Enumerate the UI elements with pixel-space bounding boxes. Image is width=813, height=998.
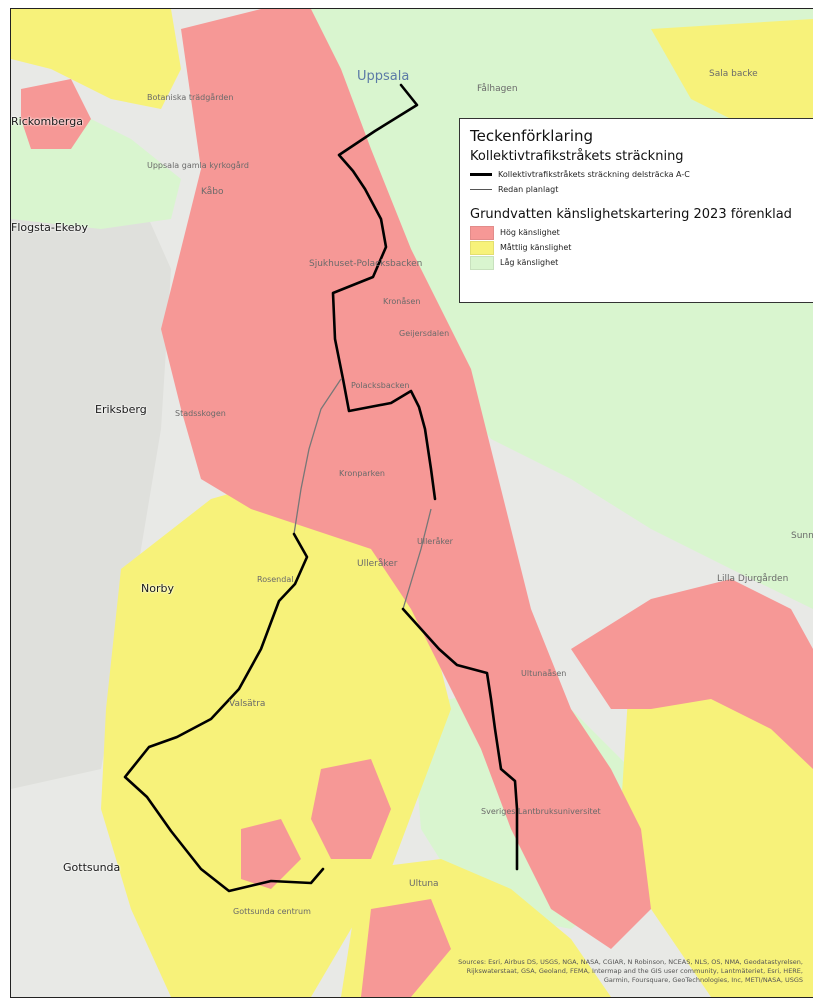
high-sensitivity-swatch: [470, 225, 494, 240]
map-legend: Teckenförklaring Kollektivtrafikstråkets…: [459, 118, 813, 303]
place-label: Uppsala: [357, 69, 410, 84]
place-label: Valsätra: [229, 699, 266, 709]
planned-route-line: [293, 378, 432, 610]
place-label: Flogsta-Ekeby: [11, 221, 89, 234]
route-line-swatch: [470, 173, 492, 176]
legend-item-label: Låg känslighet: [500, 258, 559, 267]
legend-item-label: Hög känslighet: [500, 228, 560, 237]
place-label: Stadsskogen: [175, 409, 226, 418]
place-label: Ulleråker: [417, 537, 453, 546]
legend-item-moderate: Måttlig känslighet: [470, 240, 808, 255]
zone-high-sensitivity: [571, 579, 813, 769]
place-label: Kronparken: [339, 469, 385, 478]
corridor-route-line: [123, 83, 519, 893]
map-frame[interactable]: Uppsala Fålhagen Sala backe Rickomberga …: [10, 8, 813, 998]
place-label: Ulleråker: [357, 559, 398, 569]
legend-item-label: Måttlig känslighet: [500, 243, 572, 252]
legend-item-planned: Redan planlagt: [470, 182, 808, 197]
zone-high-sensitivity: [311, 759, 391, 859]
legend-title: Teckenförklaring: [470, 127, 594, 145]
zone-high-sensitivity: [361, 899, 451, 997]
map-attribution: Sources: Esri, Airbus DS, USGS, NGA, NAS…: [458, 958, 803, 984]
place-label: Botaniska trädgården: [147, 93, 234, 102]
place-label: Geijersdalen: [399, 329, 450, 338]
place-label: Lilla Djurgården: [717, 574, 789, 584]
legend-item-label: Kollektivtrafikstråkets sträckning delst…: [498, 170, 690, 179]
place-label: Norby: [141, 582, 174, 595]
place-label: Fålhagen: [477, 84, 518, 94]
place-label: Eriksberg: [95, 403, 147, 416]
place-label: Sunnersta: [791, 531, 813, 541]
place-label: Kronåsen: [383, 297, 421, 306]
place-label: Gottsunda: [63, 861, 121, 874]
legend-item-route: Kollektivtrafikstråkets sträckning delst…: [470, 167, 808, 182]
legend-section-groundwater: Grundvatten känslighetskartering 2023 fö…: [470, 207, 792, 222]
planned-line-swatch: [470, 189, 492, 190]
place-label: Rickomberga: [11, 115, 83, 128]
moderate-sensitivity-swatch: [470, 240, 494, 255]
zone-moderate-sensitivity: [101, 479, 451, 997]
place-label: Ultuna: [409, 879, 439, 889]
place-label: Sveriges Lantbruksuniversitet: [481, 807, 601, 816]
zone-high-sensitivity: [21, 79, 91, 149]
legend-item-high: Hög känslighet: [470, 225, 808, 240]
legend-item-low: Låg känslighet: [470, 255, 808, 270]
place-label: Kåbo: [201, 187, 224, 197]
place-label: Sjukhuset-Polacksbacken: [309, 259, 423, 269]
low-sensitivity-swatch: [470, 255, 494, 270]
place-label: Gottsunda centrum: [233, 907, 311, 916]
terrain-relief: [11, 179, 171, 789]
zone-moderate-sensitivity: [11, 9, 181, 109]
place-label: Uppsala gamla kyrkogård: [147, 161, 250, 170]
place-label: Polacksbacken: [351, 381, 410, 390]
zone-moderate-sensitivity: [651, 19, 813, 129]
zone-high-sensitivity: [241, 819, 301, 889]
legend-item-label: Redan planlagt: [498, 185, 559, 194]
zone-high-sensitivity: [161, 9, 651, 949]
place-label: Ultunaåsen: [521, 669, 567, 678]
legend-section-route: Kollektivtrafikstråkets sträckning: [470, 149, 684, 164]
place-label: Sala backe: [709, 69, 758, 79]
place-label: Rosendal: [257, 575, 294, 584]
